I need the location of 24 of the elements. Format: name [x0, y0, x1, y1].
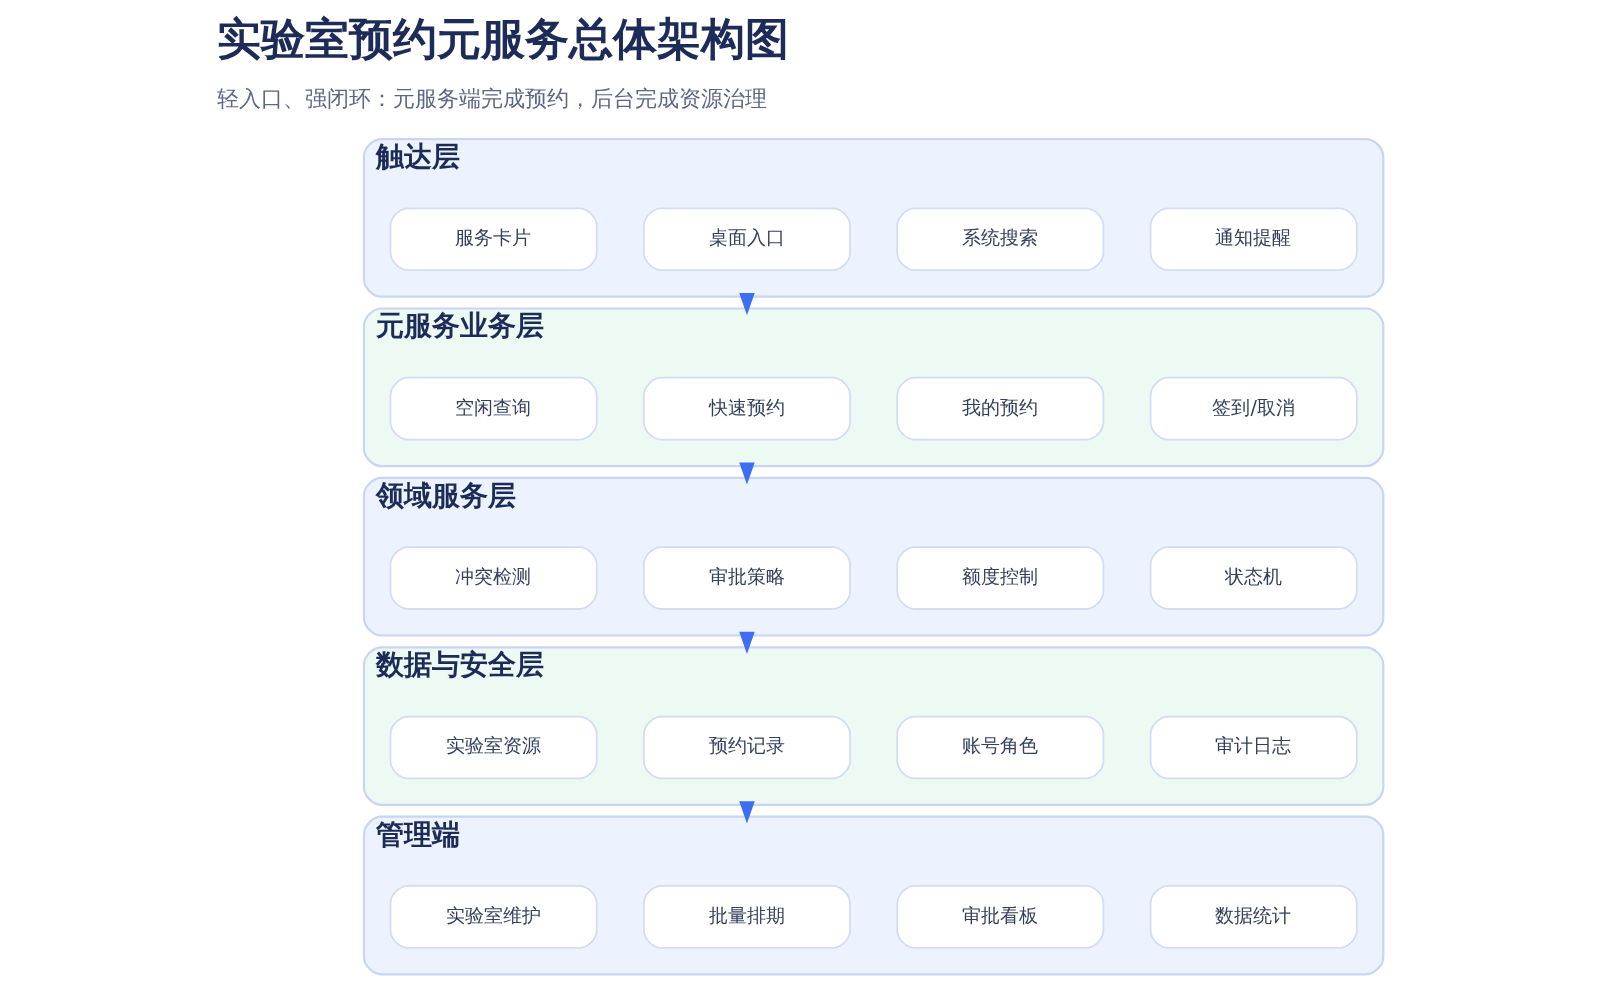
node-box: 系统搜索 [896, 207, 1105, 272]
diagram-title: 实验室预约元服务总体架构图 [216, 12, 789, 64]
node-box: 账号角色 [896, 715, 1105, 780]
label: 轻入口、强闭环：元服务端完成预约，后台完成资源治理 [216, 84, 767, 111]
node-box: 状态机 [1149, 546, 1358, 610]
node-box: 实验室资源 [389, 715, 598, 780]
node-box: 实验室维护 [389, 885, 598, 949]
arrow [739, 631, 755, 654]
node-box: 额度控制 [896, 546, 1105, 610]
node-box: 空闲查询 [389, 376, 598, 441]
node-box: 审批看板 [896, 885, 1105, 949]
node-box: 通知提醒 [1149, 207, 1358, 272]
node-box: 冲突检测 [389, 546, 598, 610]
arrow [739, 462, 755, 485]
node-box: 服务卡片 [389, 207, 598, 272]
node-box: 审计日志 [1149, 715, 1358, 780]
node-box: 审批策略 [642, 546, 851, 610]
node-box: 签到/取消 [1149, 376, 1358, 441]
node-box: 桌面入口 [642, 207, 851, 272]
node-box: 数据统计 [1149, 885, 1358, 949]
node-box: 快速预约 [642, 376, 851, 441]
node-box: 批量排期 [642, 885, 851, 949]
node-box: 我的预约 [896, 376, 1105, 441]
node-box: 预约记录 [642, 715, 851, 780]
